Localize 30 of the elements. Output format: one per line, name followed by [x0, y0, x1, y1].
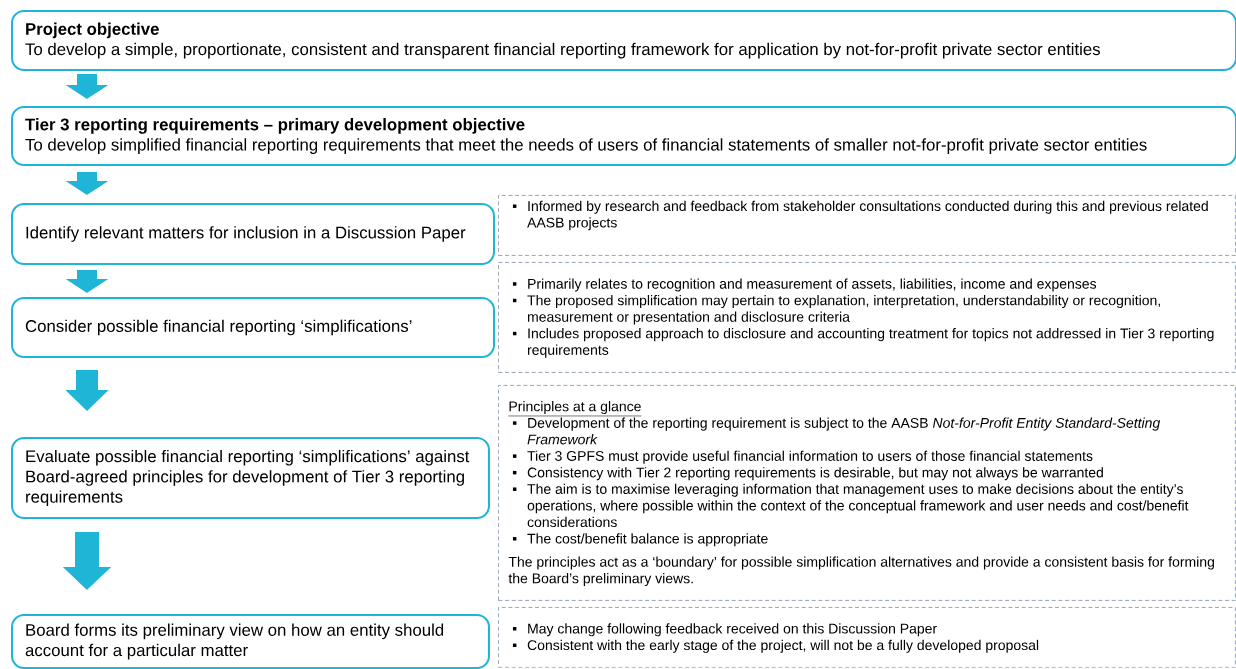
- box-text: To develop simplified financial reporting requirements that meet the needs of users of financial statements of smaller not-for-profit private sector entities: [25, 138, 1147, 154]
- process-box: [11, 614, 490, 669]
- process-box: [11, 437, 490, 519]
- note-text: The principles act as a ‘boundary’ for possible simplification alternatives and provide a consistent basis for forming the Board’s preliminary views.: [508, 556, 1214, 587]
- process-box: [11, 10, 1236, 71]
- process-box: [11, 106, 1236, 166]
- bullet-text: May change following feedback received on this Discussion Paper: [528, 623, 937, 637]
- bullet-text: Tier 3 GPFS must provide useful financial information to users of those financial statements: [527, 450, 1093, 464]
- note-box: [498, 385, 1236, 601]
- box-text: Consider possible financial reporting ‘simplifications’: [25, 319, 412, 336]
- bullet-text: Consistent with the early stage of the project, will not be a fully developed proposal: [527, 639, 1039, 653]
- process-box: [11, 297, 495, 358]
- bullet-text: The cost/benefit balance is appropriate: [527, 533, 768, 547]
- box-heading: Project objective: [26, 22, 159, 39]
- bullet-text: Includes proposed approach to disclosure and accounting treatment for topics not addressed in Tier 3 reporting requirements: [528, 328, 1214, 358]
- bullet-text: The aim is to maximise leveraging information that management uses to make decisions about the entity’s operations, where possible within the context of the conceptual framework and user needs and cost/benefit considerations: [527, 483, 1189, 528]
- bullet-text: Informed by research and feedback from stakeholder consultations conducted during this and previous related AASB projects: [527, 200, 1208, 231]
- box-text: To develop a simple, proportionate, consistent and transparent financial reporting framework for application by not-for-profit private sector entities: [25, 42, 1100, 59]
- note-box: [498, 195, 1236, 256]
- box-text: Evaluate possible financial reporting ‘simplifications’ against Board-agreed principles for development of Tier 3 reporting requirements: [26, 449, 470, 507]
- box-text: Identify relevant matters for inclusion in a Discussion Paper: [26, 226, 466, 242]
- bullet-text: Development of the reporting requirement is subject to the AASB Not-for-Profit Entity Standard-Setting Framework: [527, 417, 1161, 445]
- bullet-text: Consistency with Tier 2 reporting requirements is desirable, but may not always be warranted: [527, 467, 1103, 481]
- box-text: Board forms its preliminary view on how an entity should account for a particular matter: [25, 623, 444, 660]
- box-heading: Tier 3 reporting requirements – primary development objective: [25, 118, 525, 134]
- note-heading: Principles at a glance: [508, 401, 642, 417]
- bullet-text: The proposed simplification may pertain to explanation, interpretation, understandability or recognition, measurement or presentation and disclosure criteria: [527, 295, 1160, 325]
- note-box: [498, 262, 1236, 373]
- note-box: [498, 607, 1236, 668]
- bullet-text: Primarily relates to recognition and measurement of assets, liabilities, income and expenses: [528, 278, 1097, 292]
